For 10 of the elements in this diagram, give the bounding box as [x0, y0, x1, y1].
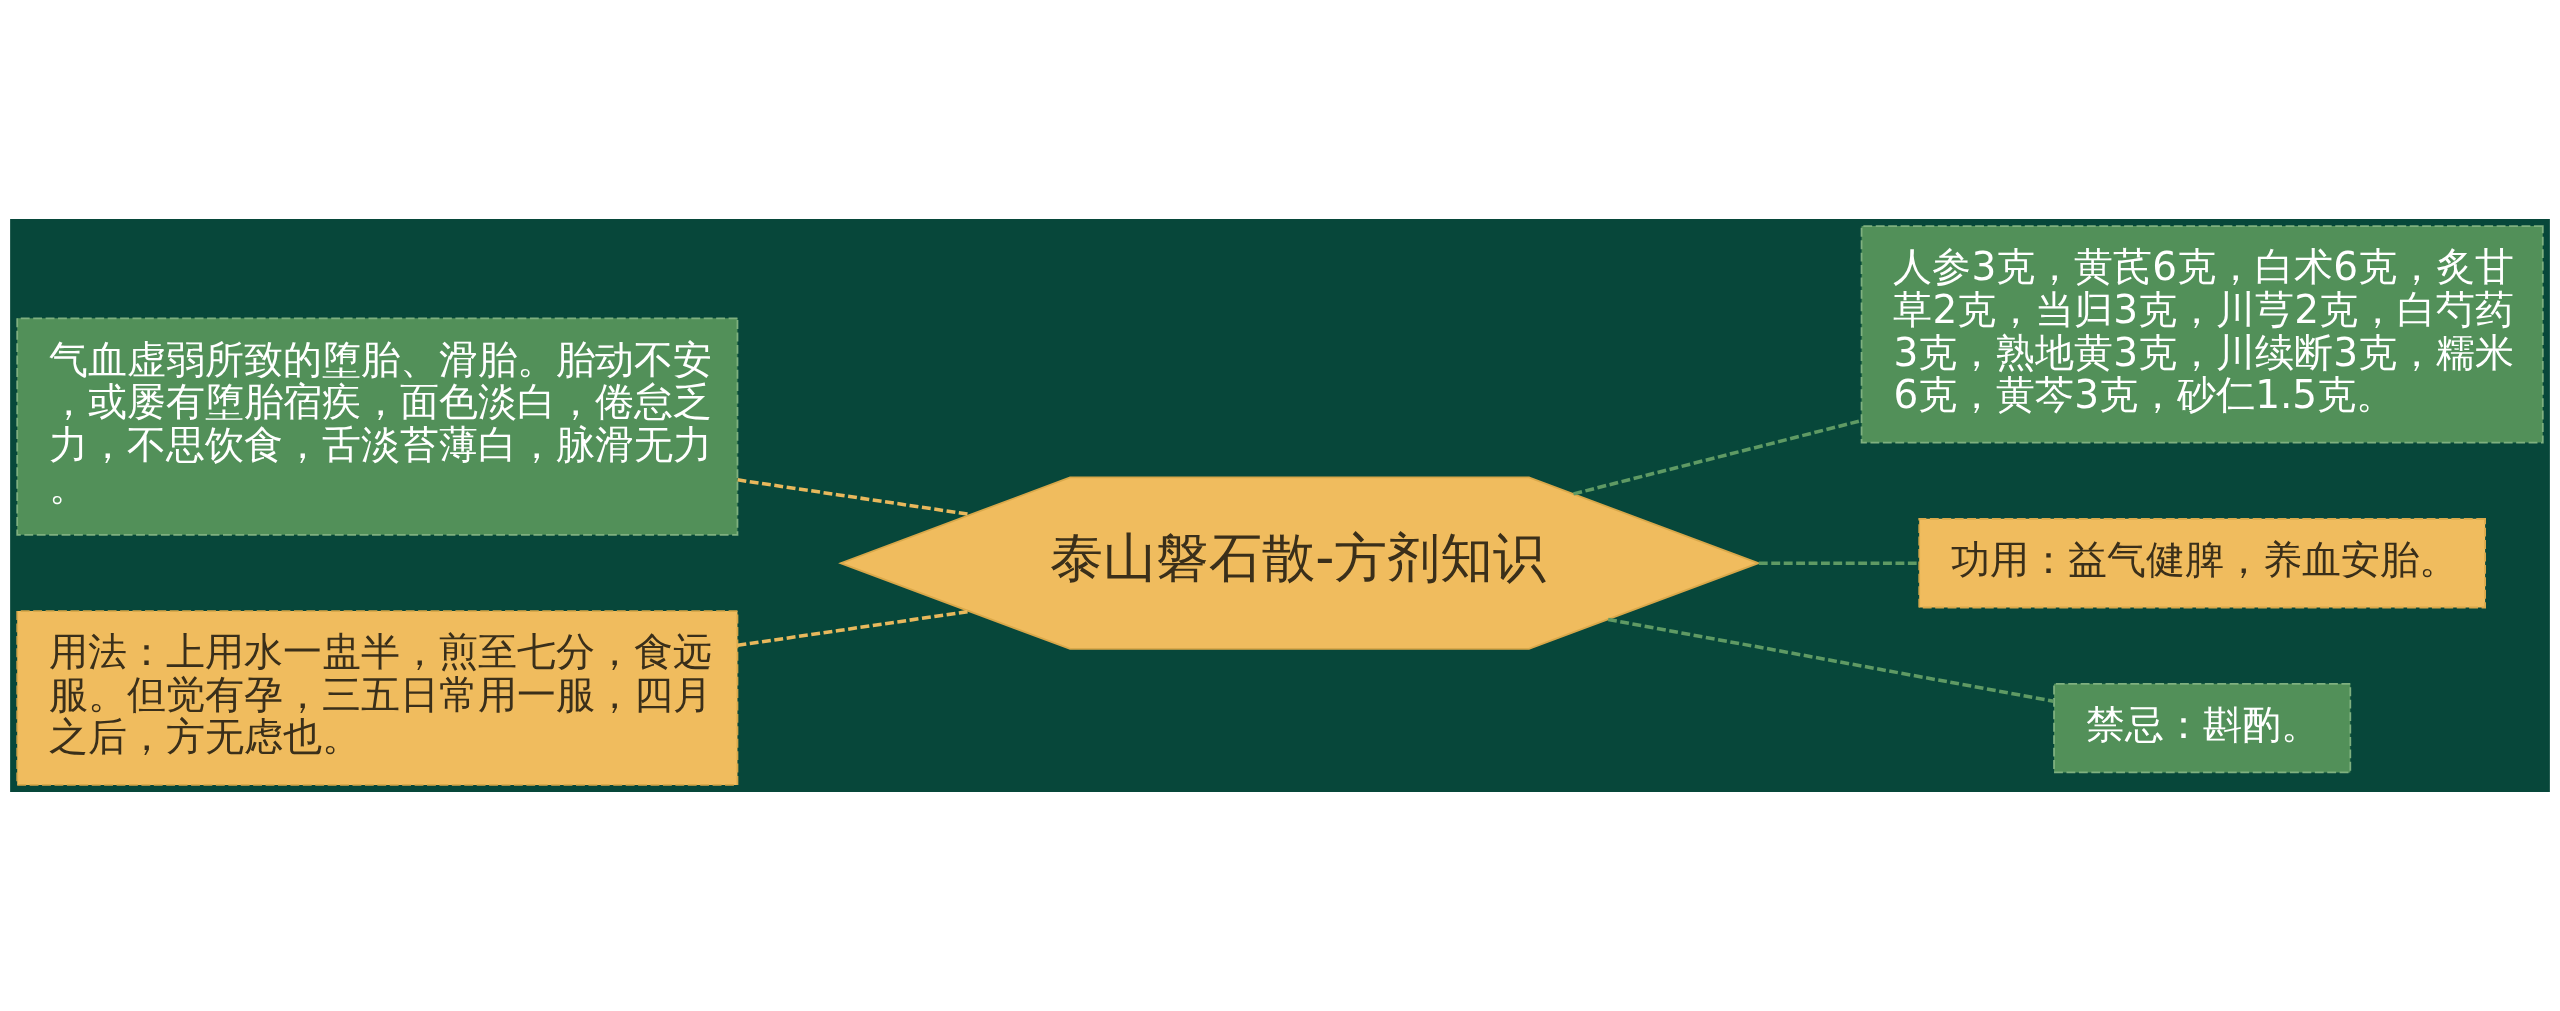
- connector: [737, 609, 970, 648]
- connector: [1758, 561, 1920, 565]
- node-box: 禁忌：斟酌。: [2053, 682, 2352, 774]
- connector: [1607, 617, 2054, 703]
- connector: [737, 478, 971, 517]
- connector: [1573, 418, 1862, 496]
- node-box: 气血虚弱所致的堕胎、滑胎。胎动不安，或屡有堕胎宿疾，面色淡白，倦怠乏力，不思饮食，舌淡苔薄白，脉滑无力。: [16, 317, 739, 536]
- node-box: 功用：益气健脾，养血安胎。: [1918, 517, 2486, 609]
- node-box: 用法：上用水一盅半，煎至七分，食远服。但觉有孕，三五日常用一服，四月之后，方无虑也。: [16, 610, 739, 786]
- node-box: 人参3克，黄芪6克，白术6克，炙甘草2克，当归3克，川芎2克，白芍药3克，熟地黄3克，川续断3克，糯米6克，黄芩3克，砂仁1.5克。: [1860, 225, 2544, 444]
